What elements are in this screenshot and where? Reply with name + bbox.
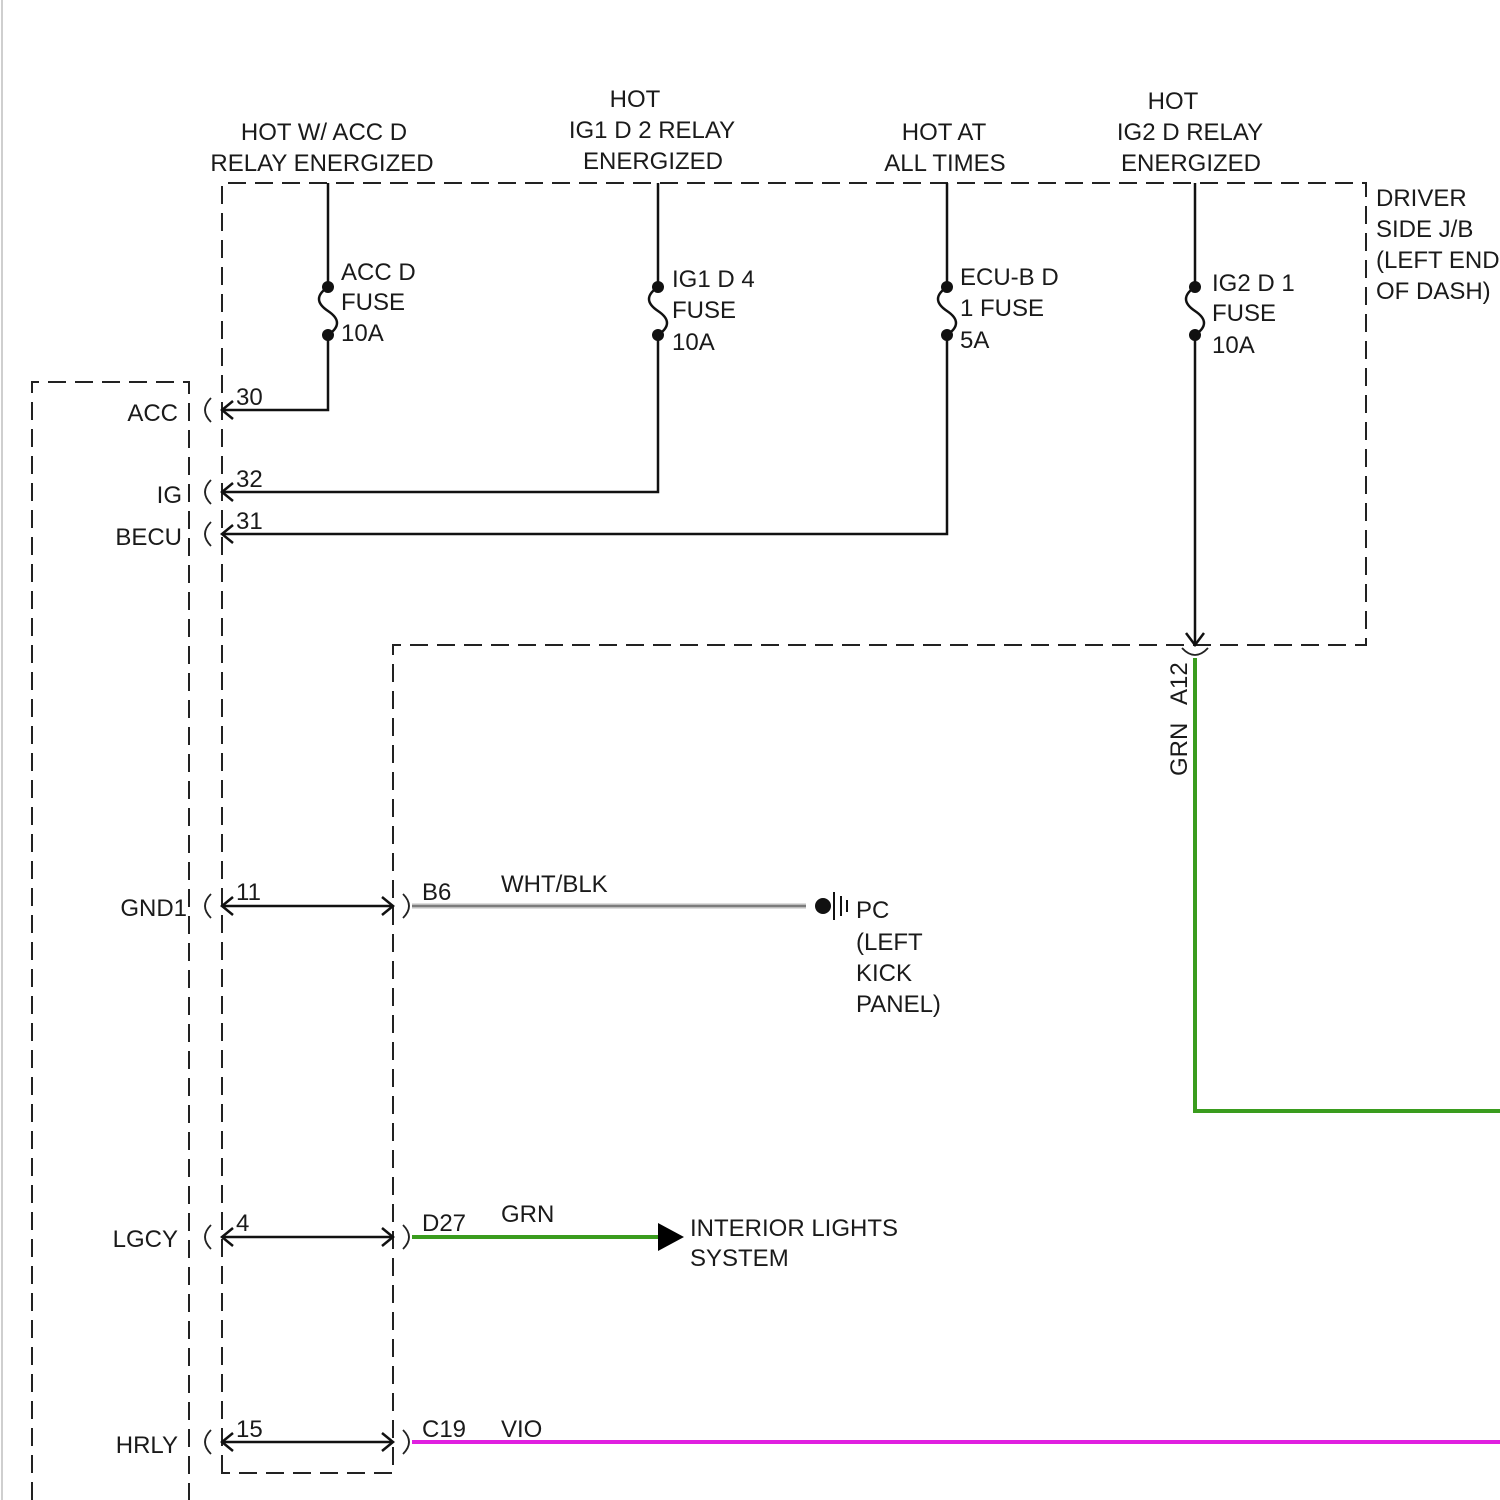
header-acc: HOT W/ ACC D RELAY ENERGIZED [210, 119, 433, 177]
header-ig1-line2: IG1 D 2 RELAY [569, 117, 735, 144]
acc-fuse-line3: 10A [341, 320, 384, 347]
ground-label-line1: PC [856, 897, 889, 924]
fuse-symbol [319, 287, 337, 335]
acc-fuse-line1: ACC D [341, 259, 416, 286]
connector-a12-symbol [1182, 648, 1208, 655]
connector-symbol [205, 894, 211, 918]
junction-block-line2: SIDE J/B [1376, 216, 1473, 243]
ecu-circuit: ECU-B D 1 FUSE 5A [222, 183, 1059, 543]
ground-label-line2: (LEFT [856, 929, 923, 956]
ig2-fuse-line3: 10A [1212, 332, 1255, 359]
ecu-fuse-line2: 1 FUSE [960, 295, 1044, 322]
junction-block-line1: DRIVER [1376, 185, 1467, 212]
pin-number-31: 31 [236, 508, 263, 535]
junction-block-line4: OF DASH) [1376, 278, 1491, 305]
header-ig2-line2: IG2 D RELAY [1117, 119, 1263, 146]
wire-color-grn-a12: GRN [1166, 723, 1193, 776]
pin-label-gnd1: GND1 [120, 895, 187, 922]
pin-label-ig: IG [157, 482, 182, 509]
interior-lights-line1: INTERIOR LIGHTS [690, 1215, 898, 1242]
pin-number-30: 30 [236, 384, 263, 411]
connector-symbol [205, 522, 211, 546]
ig1-fuse-line3: 10A [672, 329, 715, 356]
junction-block-line3: (LEFT END [1376, 247, 1500, 274]
connector-symbol [205, 480, 211, 504]
gnd-circuit: B6 WHT/BLK PC (LEFT KICK PANEL) [222, 871, 941, 1018]
header-ig2-line3: ENERGIZED [1121, 150, 1261, 177]
destination-arrow [658, 1223, 684, 1251]
fuse-symbol [1186, 287, 1204, 335]
ecu-fuse-line1: ECU-B D [960, 264, 1059, 291]
connector-d27-label: D27 [422, 1210, 466, 1237]
connector-symbol [205, 1430, 211, 1454]
header-ig1: HOT IG1 D 2 RELAY ENERGIZED [569, 86, 735, 175]
header-ig1-line3: ENERGIZED [583, 148, 723, 175]
connector-b6-label: B6 [422, 879, 451, 906]
header-ecu-line2: ALL TIMES [884, 150, 1005, 177]
wire-color-vio: VIO [501, 1416, 542, 1443]
ig1-circuit: IG1 D 4 FUSE 10A [222, 183, 755, 501]
connector-symbol [205, 398, 211, 422]
ig1-fuse-line2: FUSE [672, 297, 736, 324]
pin-label-hrly: HRLY [116, 1432, 178, 1459]
header-ig1-line1: HOT [610, 86, 661, 113]
lgcy-circuit: D27 GRN INTERIOR LIGHTS SYSTEM [222, 1201, 898, 1272]
connector-d27-symbol [403, 1225, 409, 1249]
pin-number-11: 11 [236, 879, 261, 906]
wire-color-wht-blk: WHT/BLK [501, 871, 608, 898]
junction-block-label: DRIVER SIDE J/B (LEFT END OF DASH) [1376, 185, 1500, 305]
connector-symbol [205, 1225, 211, 1249]
becu-wire [222, 335, 947, 534]
fuse-symbol [938, 287, 956, 335]
ig2-fuse-line2: FUSE [1212, 300, 1276, 327]
acc-fuse-line2: FUSE [341, 289, 405, 316]
grn-wire-a12 [1195, 658, 1500, 1111]
connector-c19-symbol [403, 1430, 409, 1454]
ig1-fuse-line1: IG1 D 4 [672, 266, 755, 293]
pin-label-becu: BECU [115, 524, 182, 551]
pin-number-4: 4 [236, 1210, 249, 1237]
wire-color-grn-d27: GRN [501, 1201, 554, 1228]
ig2-circuit: IG2 D 1 FUSE 10A A12 GRN [1166, 183, 1500, 1111]
header-acc-line2: RELAY ENERGIZED [210, 150, 433, 177]
pin-number-32: 32 [236, 466, 263, 493]
module-connector-symbols [205, 398, 211, 1454]
ig2-fuse-line1: IG2 D 1 [1212, 270, 1295, 297]
header-ecu-line1: HOT AT [902, 119, 987, 146]
hrly-circuit: C19 VIO [222, 1416, 1500, 1454]
header-ig2-line1: HOT [1148, 88, 1199, 115]
connector-a12-label: A12 [1166, 662, 1193, 705]
ig-wire [222, 335, 658, 492]
ground-label-line3: KICK [856, 960, 912, 987]
pin-label-acc: ACC [127, 400, 178, 427]
fuse-symbol [649, 287, 667, 335]
ecu-fuse-line3: 5A [960, 327, 989, 354]
header-ig2: HOT IG2 D RELAY ENERGIZED [1117, 88, 1263, 177]
pin-label-lgcy: LGCY [113, 1226, 178, 1253]
ground-label-line4: PANEL) [856, 991, 941, 1018]
header-acc-line1: HOT W/ ACC D [241, 119, 407, 146]
pin-number-15: 15 [236, 1416, 263, 1443]
ground-point [815, 898, 831, 914]
interior-lights-line2: SYSTEM [690, 1245, 789, 1272]
connector-b6-symbol [403, 894, 409, 918]
connector-c19-label: C19 [422, 1416, 466, 1443]
header-ecu: HOT AT ALL TIMES [884, 119, 1005, 177]
